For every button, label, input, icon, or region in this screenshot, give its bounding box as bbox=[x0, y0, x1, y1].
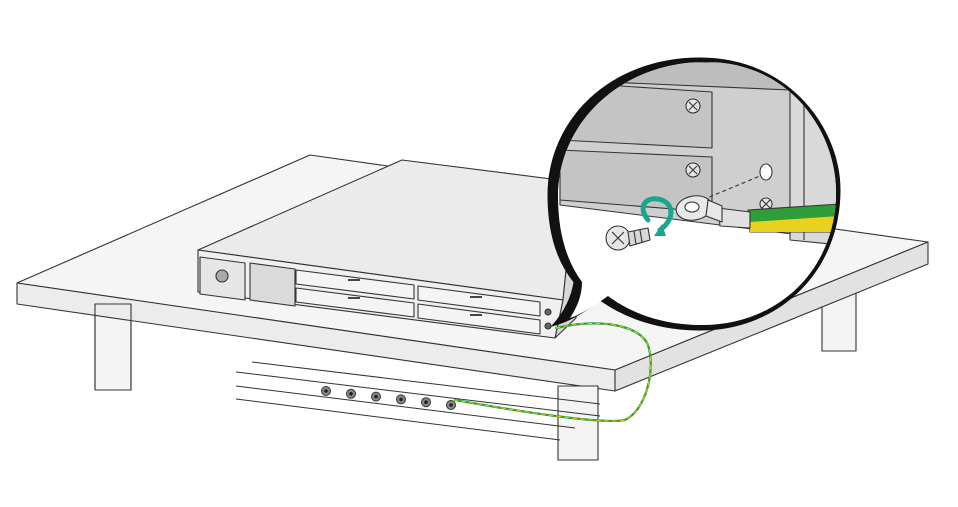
ground-bar-screws bbox=[321, 386, 456, 410]
zoom-cable-crimp bbox=[717, 207, 751, 229]
ground-bar-screw-center bbox=[424, 400, 428, 405]
screw-icon bbox=[605, 225, 651, 251]
module-slot-1 bbox=[295, 269, 415, 300]
ear-hole bbox=[215, 269, 229, 283]
module-slot-2 bbox=[417, 285, 541, 317]
ground-bar-screw-center bbox=[374, 394, 378, 399]
table-right-edge bbox=[614, 241, 929, 392]
grounding-strip bbox=[235, 361, 601, 441]
ring-terminal-icon bbox=[675, 195, 723, 223]
zoom-callout bbox=[547, 57, 841, 331]
table-leg-front-right bbox=[557, 385, 599, 461]
zoom-panel-screw bbox=[685, 162, 701, 178]
zoom-panel-screw bbox=[759, 197, 773, 211]
module-slot-4 bbox=[417, 303, 541, 335]
clockwise-arrow-icon bbox=[640, 196, 674, 236]
ground-bar-screw-center bbox=[399, 397, 403, 402]
zoom-panel-screw bbox=[685, 98, 701, 114]
grounding-cable bbox=[453, 322, 652, 422]
chassis-ground-point bbox=[544, 322, 552, 330]
module-slot-3 bbox=[295, 287, 415, 318]
table-leg-front-left bbox=[94, 303, 132, 391]
ground-bar-screw-center bbox=[324, 389, 328, 393]
chassis-empty-bay bbox=[249, 262, 296, 307]
device-chassis bbox=[197, 159, 577, 339]
ground-bar-screw-center bbox=[349, 392, 353, 396]
ground-bar-screw-center bbox=[449, 403, 453, 407]
ground-hole bbox=[759, 163, 773, 181]
